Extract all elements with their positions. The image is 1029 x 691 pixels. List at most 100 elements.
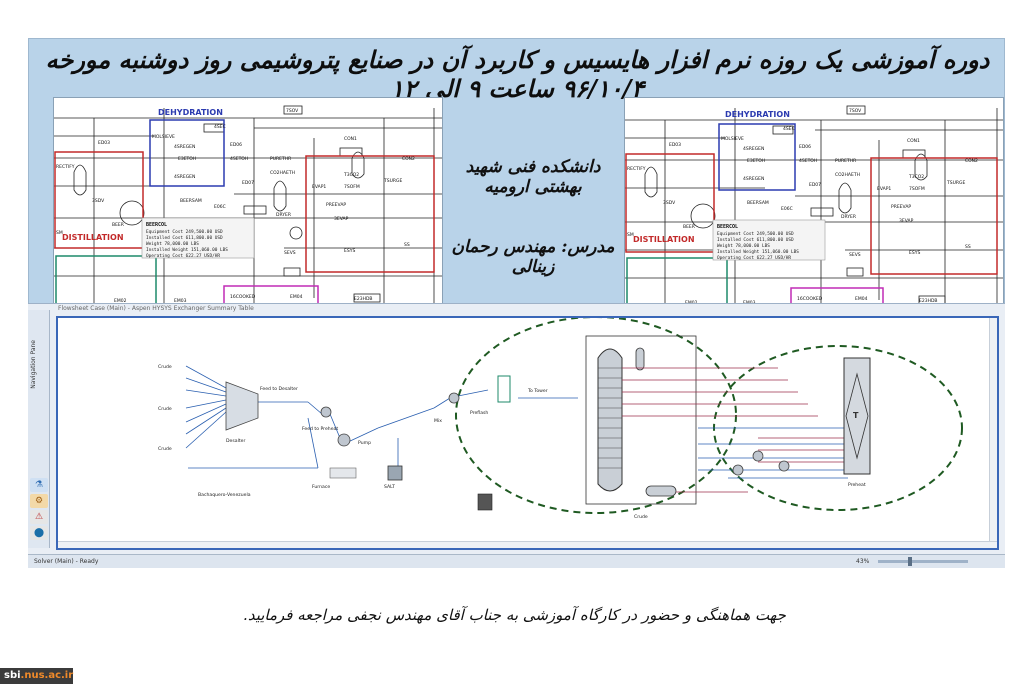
unit-label: EM03	[174, 298, 187, 304]
pfd-thumbnail-right: DEHYDRATION DISTILLATION BEERCOL Equipme…	[624, 97, 1004, 339]
column-subflowsheet-box[interactable]	[585, 335, 697, 505]
unit-label: E3ETOH	[747, 158, 765, 164]
unit-label: ESYS	[344, 248, 355, 254]
side-pump-icon[interactable]	[778, 460, 790, 472]
stream-label: Crude	[158, 406, 172, 412]
stream-label: To Tower	[527, 388, 548, 394]
tooltip-row: Equipment Cost 249,500.00 USD	[146, 229, 223, 235]
vertical-scrollbar[interactable]	[989, 318, 997, 548]
crude-mixer[interactable]	[225, 381, 259, 431]
status-bar: Solver (Main) - Ready 43%	[28, 554, 1005, 568]
side-pump-icon[interactable]	[752, 450, 764, 462]
unit-label: ED03	[98, 140, 110, 146]
stream-label: Feed to Preheat	[302, 426, 338, 432]
unit-label: 16COOKED	[797, 296, 823, 302]
reboiler-drum[interactable]	[645, 485, 677, 497]
spreadsheet-icon[interactable]	[477, 493, 493, 511]
stream-label: Desalter	[226, 438, 245, 444]
side-pump-icon[interactable]	[732, 464, 744, 476]
simulation-icon[interactable]: ⚙	[30, 494, 48, 508]
unit-label: EVAP1	[312, 184, 326, 190]
preflash-exchanger[interactable]	[497, 375, 511, 403]
unit-label: T3CO2	[908, 174, 924, 180]
site-url-badge[interactable]: sbi.nus.ac.ir	[0, 668, 73, 684]
unit-label: PURETHR	[835, 158, 856, 164]
solver-status: Solver (Main) - Ready	[34, 558, 99, 565]
site-domain: .nus.ac.ir	[20, 670, 74, 681]
tooltip-row: Weight 78,000.00 LBS	[146, 241, 199, 247]
crude-column[interactable]	[597, 348, 623, 492]
pfd-diagram-left: DEHYDRATION DISTILLATION BEERCOL Equipme…	[54, 105, 442, 338]
instructor-name: مدرس: مهندس رحمان زینالی	[451, 237, 615, 277]
salt-block-icon[interactable]	[387, 465, 403, 481]
zoom-level: 43%	[856, 558, 870, 565]
evap-box	[870, 157, 998, 275]
unit-label: 3SDV	[663, 200, 676, 206]
unit-label: MOLSIEVE	[152, 134, 175, 140]
pfd-thumbnail-left: DEHYDRATION DISTILLATION BEERCOL Equipme…	[53, 97, 443, 339]
unit-label: DRYER	[841, 214, 856, 220]
preflash-pump-icon[interactable]	[448, 392, 460, 404]
unit-label: E06C	[214, 204, 226, 210]
zoom-slider-thumb[interactable]	[908, 557, 912, 566]
unit-label: 4SREGEN	[743, 176, 764, 182]
distillation-box	[54, 151, 144, 249]
unit-label: MOLSIEVE	[721, 136, 744, 142]
furnace-icon[interactable]	[329, 467, 357, 479]
pump-icon[interactable]	[320, 406, 332, 418]
unit-label: BEER	[112, 222, 124, 228]
unit-label: 7SOV	[849, 108, 862, 114]
properties-icon[interactable]: ⚗	[30, 478, 48, 492]
unit-label: 7SOV	[286, 108, 299, 114]
unit-label: RECTIFY	[56, 164, 75, 170]
stream-label: Preheat	[848, 482, 866, 488]
heater-icon[interactable]	[337, 433, 351, 447]
school-name: دانشکده فنی شهید بهشتی ارومیه	[465, 157, 601, 197]
unit-label: 4SEC	[783, 126, 795, 132]
tooltip-name: BEERCOL	[146, 222, 167, 228]
unit-label: SEVS	[849, 252, 861, 258]
unit-label: T3CO2	[343, 172, 359, 178]
svg-text:T: T	[853, 411, 859, 420]
unit-label: E23HDB	[354, 296, 373, 302]
document-tabs[interactable]: Flowsheet Case (Main) - Aspen HYSYS Exch…	[58, 305, 254, 312]
stream-label: SALT	[384, 484, 395, 490]
column-highlight-ellipse	[455, 318, 737, 514]
stream-label: Crude	[158, 364, 172, 370]
navigation-pane[interactable]: Navigation Pane ⚗ ⚙ ⚠ ⬤	[28, 310, 50, 548]
unit-label: 3SDV	[92, 198, 105, 204]
unit-label: TSURGE	[383, 178, 403, 184]
unit-label: DRYER	[276, 212, 291, 218]
energy-icon[interactable]: ⬤	[30, 526, 48, 540]
unit-label: EM02	[114, 298, 127, 304]
unit-label: CON2	[402, 156, 415, 162]
unit-label: SM	[627, 232, 634, 238]
dehydration-box	[149, 119, 225, 187]
stream-label: Pump	[358, 440, 371, 446]
unit-label: BEERSAM	[747, 200, 769, 206]
horizontal-scrollbar[interactable]	[58, 541, 997, 548]
flowsheet-canvas[interactable]: T Crude Crude Crude Feed to Desalter Des…	[56, 316, 999, 550]
tooltip-row: Installed Cost 611,800.00 USD	[717, 237, 794, 243]
unit-label: 4SETOH	[799, 158, 817, 164]
unit-label: E23HDB	[919, 298, 938, 304]
unit-label: 3EVAP	[334, 216, 349, 222]
stream-label: Preflash	[470, 410, 488, 416]
safety-icon[interactable]: ⚠	[30, 510, 48, 524]
unit-label: CON2	[965, 158, 978, 164]
zoom-slider[interactable]	[878, 560, 968, 563]
unit-label: E06C	[781, 206, 793, 212]
unit-label: PREEVAP	[891, 204, 911, 210]
unit-label: ED07	[242, 180, 254, 186]
unit-label: EVAP1	[877, 186, 891, 192]
unit-label: SEVS	[284, 250, 296, 256]
unit-label: ESYS	[909, 250, 920, 256]
unit-label: ED07	[809, 182, 821, 188]
preheat-train-block[interactable]	[843, 357, 871, 475]
condenser-drum[interactable]	[635, 347, 645, 371]
unit-label: 3EVAP	[899, 218, 914, 224]
unit-label: CON1	[907, 138, 920, 144]
tooltip-row: Weight 78,000.00 LBS	[717, 243, 770, 249]
stream-label: Crude	[158, 446, 172, 452]
unit-label: 4SREGEN	[174, 174, 195, 180]
